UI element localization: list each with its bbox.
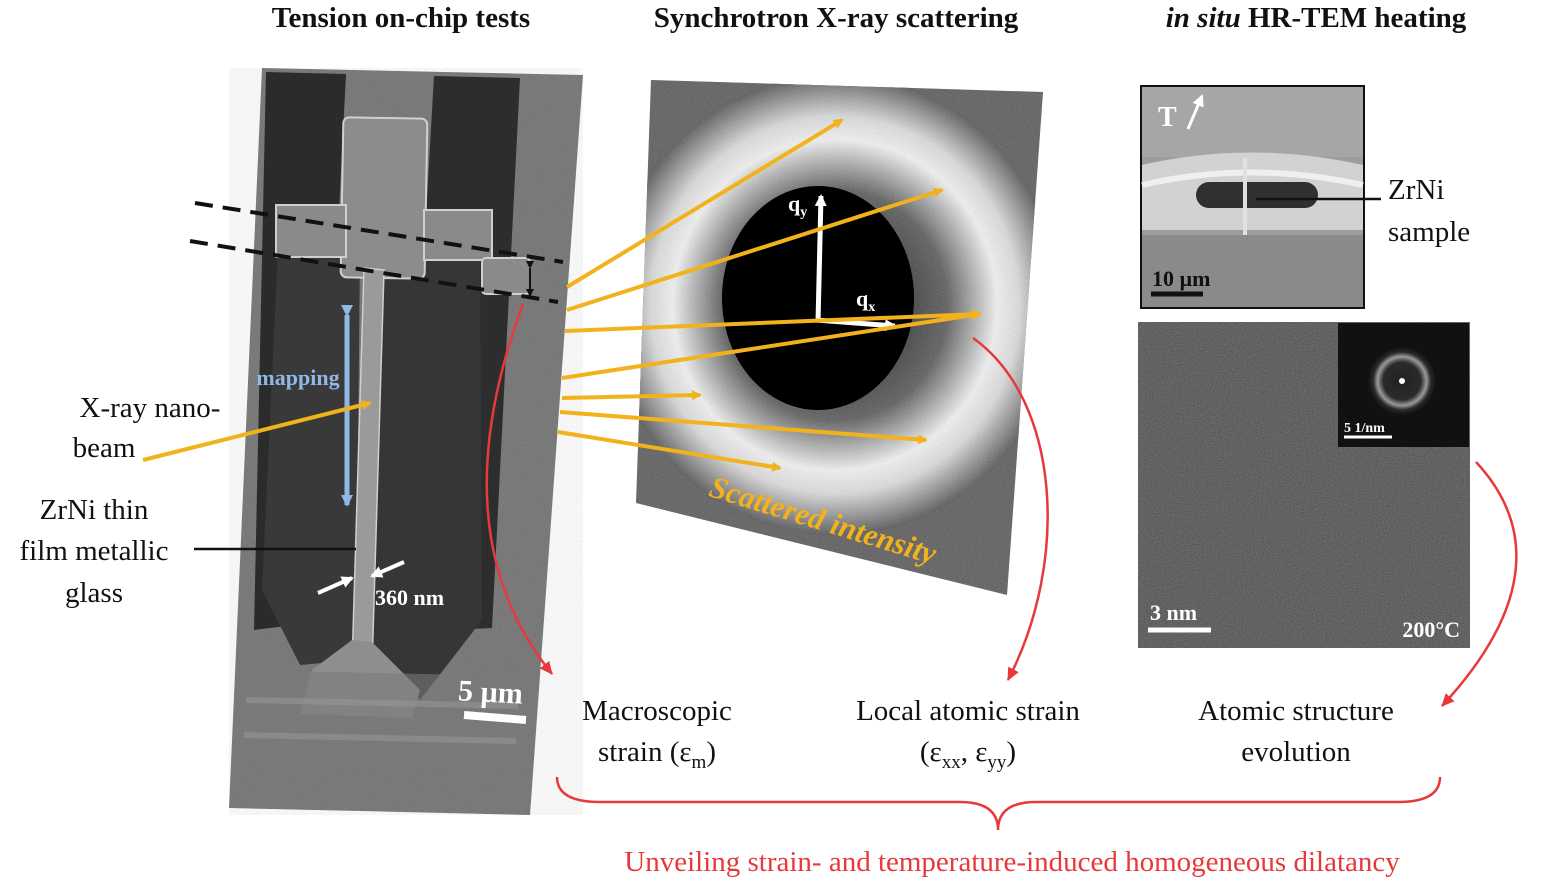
header-tension: Tension on-chip tests: [272, 2, 530, 34]
film-label-line3: glass: [65, 577, 123, 609]
qy-label: qy: [788, 191, 807, 220]
local-label-line1: Local atomic strain: [856, 695, 1080, 727]
curly-brace: [555, 776, 1442, 831]
local-label-line2: (εxx, εyy): [920, 736, 1016, 773]
header-tem: in situ HR-TEM heating: [1166, 2, 1467, 34]
qx-label: qx: [856, 286, 875, 315]
xray-label-line2: beam: [73, 432, 136, 464]
qy-axis: [814, 194, 827, 323]
t-arrow: [1186, 94, 1204, 130]
sem-scale-label: 5 µm: [457, 674, 523, 710]
tem-sample-image: [1140, 85, 1365, 309]
dashed-line-bottom: [189, 239, 559, 304]
mapping-label: mapping: [256, 365, 339, 390]
film-label-line1: ZrNi thin: [40, 494, 149, 526]
fft-inset: [1338, 323, 1469, 447]
t-label: T: [1158, 102, 1177, 133]
atomic-label-line1: Atomic structure: [1198, 695, 1394, 727]
macro-label-line1: Macroscopic: [582, 695, 732, 727]
scattered-rays: [557, 118, 982, 472]
sample-label-line2: sample: [1388, 216, 1470, 248]
dashed-line-top: [194, 201, 564, 264]
atomic-label-line2: evolution: [1241, 736, 1351, 768]
red-arrow-atomic: [1441, 461, 1518, 707]
xray-label-line1: X-ray nano-: [80, 392, 221, 424]
sem-scale-bar: [463, 711, 527, 724]
conclusion-text: Unveiling strain- and temperature-induce…: [624, 846, 1400, 878]
xray-beam-arrow: [142, 400, 372, 462]
header-synchrotron: Synchrotron X-ray scattering: [654, 2, 1019, 34]
macro-label-line2: strain (εm): [598, 736, 716, 773]
sample-label-line1: ZrNi: [1388, 174, 1444, 206]
width-arrow-right: [370, 560, 405, 578]
film-label-line2: film metallic: [20, 535, 169, 567]
sem-image: [229, 68, 583, 815]
tem-top-scale-label: 10 µm: [1152, 266, 1211, 291]
red-arrow-macro: [485, 303, 553, 675]
temperature-label: 200°C: [1402, 617, 1460, 642]
red-arrow-local: [972, 336, 1049, 681]
width-arrow-left: [317, 576, 354, 595]
fft-scale-label: 5 1/nm: [1344, 421, 1385, 436]
tem-bottom-scale-label: 3 nm: [1150, 600, 1197, 625]
width-label: 360 nm: [375, 585, 444, 610]
